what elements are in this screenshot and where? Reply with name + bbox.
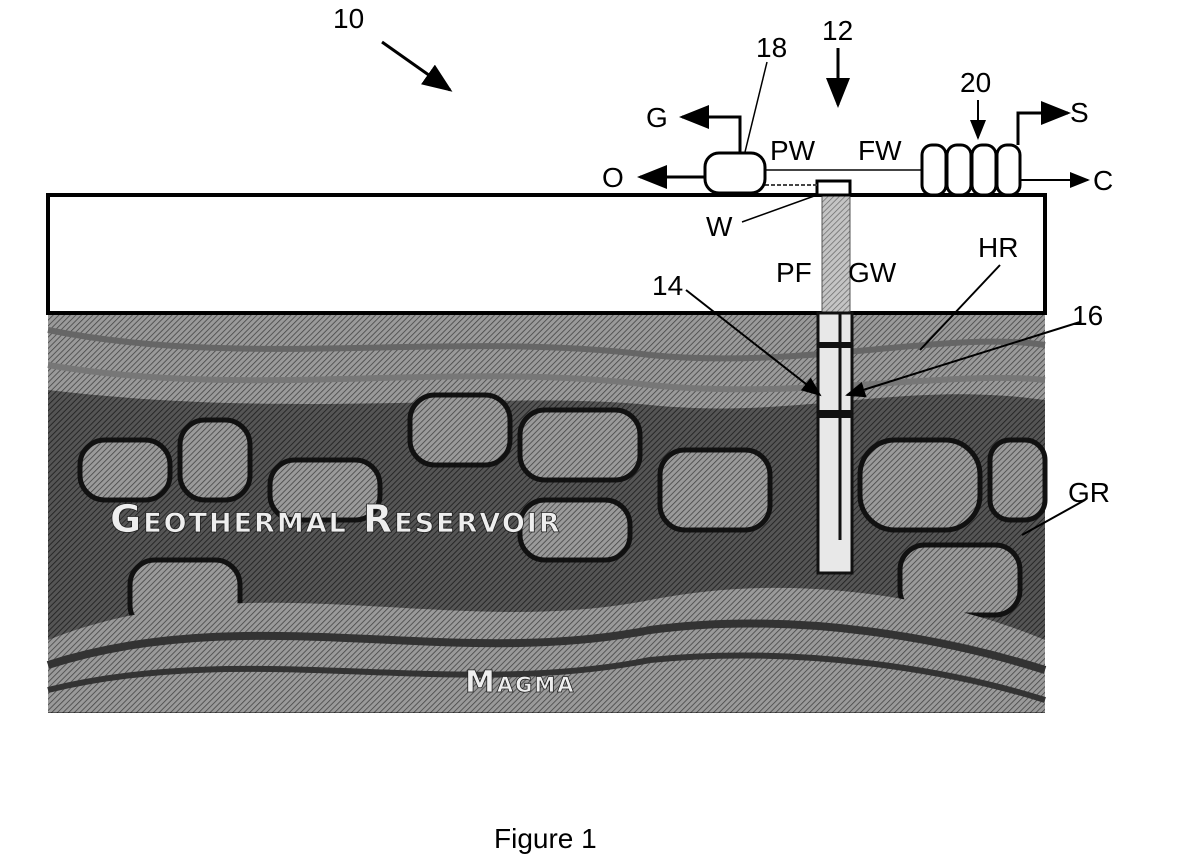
label-pf: PF — [776, 257, 812, 288]
label-w: W — [706, 211, 733, 242]
separator-18 — [705, 153, 765, 193]
surface-layer — [48, 195, 1045, 313]
ref-18: 18 — [756, 32, 787, 63]
label-fw: FW — [858, 135, 902, 166]
hydrothermal-layer — [48, 313, 1045, 408]
subsurface: Geothermal Reservoir Magma — [48, 313, 1045, 713]
label-gr: GR — [1068, 477, 1110, 508]
ref-10: 10 — [333, 3, 364, 34]
ref-20: 20 — [960, 67, 991, 98]
geothermal-reservoir-text: Geothermal Reservoir — [110, 497, 562, 541]
units-20 — [922, 145, 1020, 195]
label-g: G — [646, 102, 668, 133]
ref-16: 16 — [1072, 300, 1103, 331]
wellbore — [817, 181, 852, 573]
label-gw: GW — [848, 257, 897, 288]
wellhead — [817, 181, 850, 195]
figure-caption: Figure 1 — [494, 823, 597, 854]
label-s: S — [1070, 97, 1089, 128]
magma-text: Magma — [465, 665, 576, 700]
label-pw: PW — [770, 135, 816, 166]
label-hr: HR — [978, 232, 1018, 263]
ref-12: 12 — [822, 15, 853, 46]
label-o: O — [602, 162, 624, 193]
ref-14: 14 — [652, 270, 683, 301]
label-c: C — [1093, 165, 1113, 196]
